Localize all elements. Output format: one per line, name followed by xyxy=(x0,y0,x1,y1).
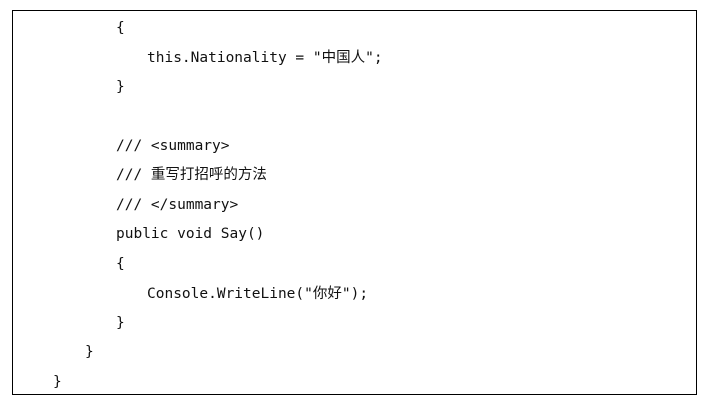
code-line-close-brace: } xyxy=(116,79,125,95)
code-line-summary-close: /// </summary> xyxy=(116,197,239,213)
code-line-open-brace: { xyxy=(116,20,125,36)
code-line-summary-open: /// <summary> xyxy=(116,138,230,154)
code-line-method-signature: public void Say() xyxy=(116,226,265,242)
code-line-nationality: this.Nationality = "中国人"; xyxy=(147,50,383,66)
code-line-method-close-brace: } xyxy=(116,315,125,331)
code-line-namespace-close-brace: } xyxy=(53,374,62,390)
code-line-method-open-brace: { xyxy=(116,256,125,272)
code-line-console-writeline: Console.WriteLine("你好"); xyxy=(147,286,369,302)
code-line-summary-comment: /// 重写打招呼的方法 xyxy=(116,167,267,183)
code-block: { this.Nationality = "中国人"; } /// <summa… xyxy=(12,10,697,395)
code-line-class-close-brace: } xyxy=(85,344,94,360)
